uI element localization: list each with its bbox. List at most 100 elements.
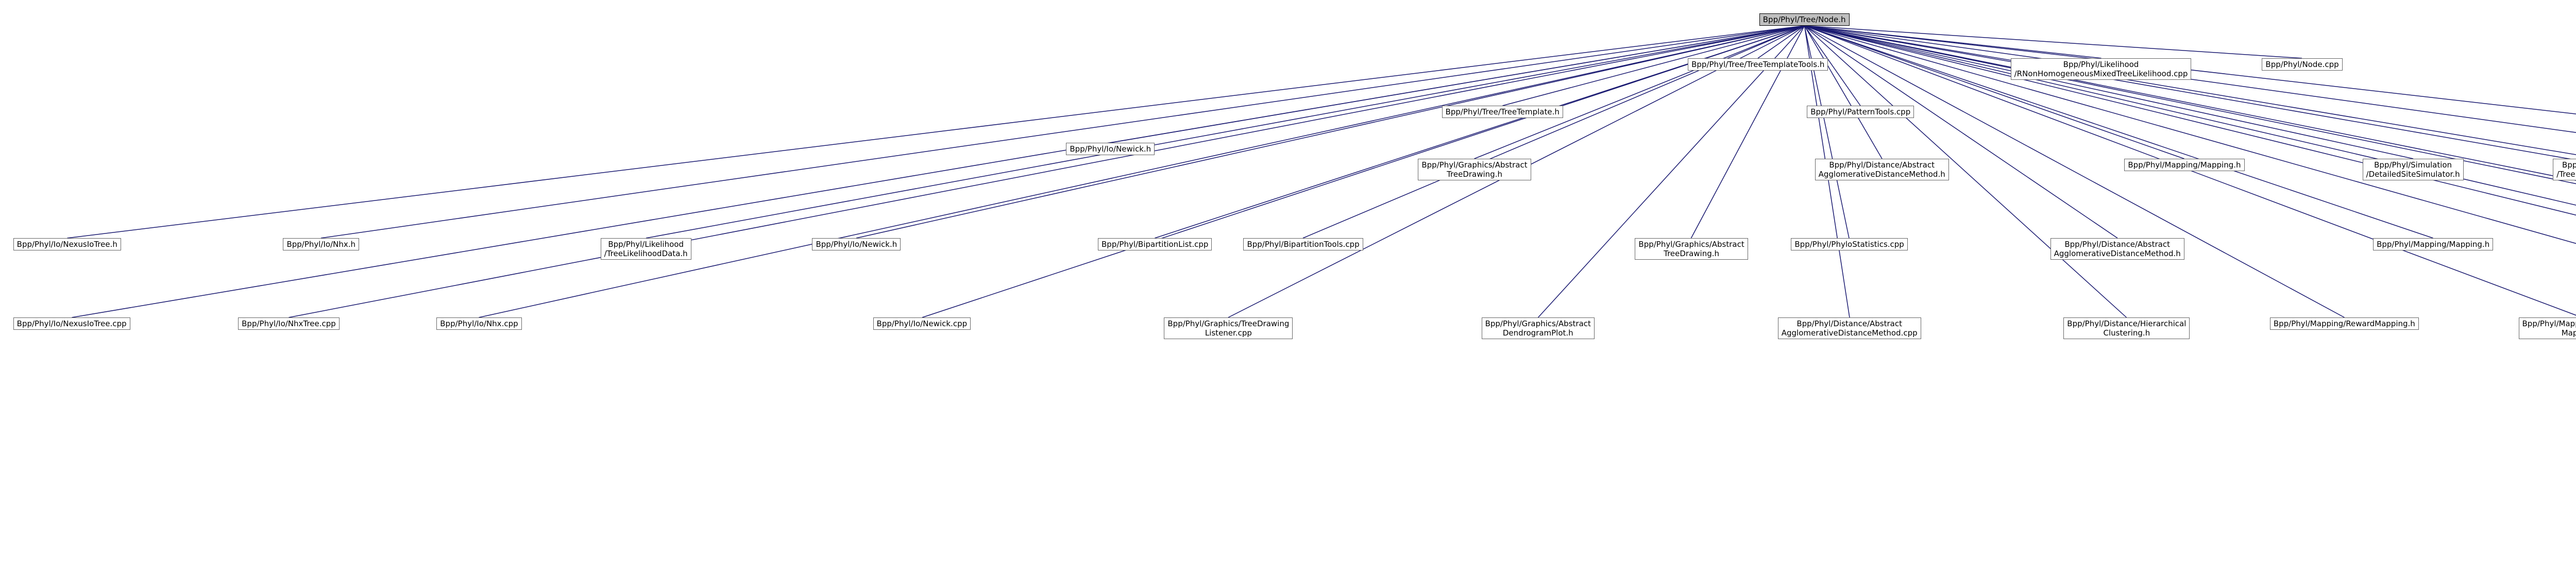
node-label: DendrogramPlot.h (1502, 328, 1573, 338)
node-label: Bpp/Phyl/Io/Newick.h (1070, 144, 1151, 154)
node-label: Bpp/Phyl/Io/Newick.h (816, 240, 897, 249)
graph-node[interactable]: Bpp/Phyl/Io/Newick.h (1066, 143, 1155, 156)
graph-node[interactable]: Bpp/Phyl/BipartitionList.cpp (1098, 238, 1212, 251)
graph-node[interactable]: Bpp/Phyl/PhyloStatistics.cpp (1791, 238, 1908, 251)
graph-node[interactable]: Bpp/Phyl/PatternTools.cpp (1807, 106, 1914, 119)
node-label: Bpp/Phyl/Graphics/TreeDrawing (1167, 319, 1290, 329)
graph-node[interactable]: Bpp/Phyl/Tree/Node.h (1759, 13, 1850, 26)
graph-node[interactable]: Bpp/Phyl/Mapping/Mapping.h (2124, 159, 2245, 172)
dependency-edge (1804, 25, 2576, 185)
graph-node[interactable]: Bpp/Phyl/Io/Nhx.cpp (436, 317, 522, 330)
graph-node[interactable]: Bpp/Phyl/Simulation/DetailedSiteSimulato… (2362, 159, 2464, 181)
node-label: /TreeLikelihoodData.h (604, 249, 688, 259)
node-label: Listener.cpp (1205, 328, 1252, 338)
dependency-edge (1804, 25, 2302, 59)
node-label: Bpp/Phyl/Distance/Abstract (2064, 240, 2171, 249)
graph-node[interactable]: Bpp/Phyl/Mapping/RewardMapping.h (2269, 317, 2419, 330)
dependency-edge (72, 25, 1805, 318)
node-label: Bpp/Phyl/Graphics/Abstract (1485, 319, 1591, 329)
graph-node[interactable]: Bpp/Phyl/BipartitionTools.cpp (1243, 238, 1363, 251)
dependency-edge (67, 25, 1805, 239)
dependency-edge (922, 25, 1805, 318)
dependency-edge (1537, 25, 1805, 318)
dependency-edge (646, 25, 1805, 239)
node-label: /RNonHomogeneousMixedTreeLikelihood.cpp (2014, 69, 2188, 78)
graph-node[interactable]: Bpp/Phyl/Likelihood/RNonHomogeneousMixed… (2010, 58, 2192, 80)
node-label: Bpp/Phyl/Simulation (2374, 160, 2452, 170)
graph-node[interactable]: Bpp/Phyl/Io/Newick.h (812, 238, 901, 251)
graph-node[interactable]: Bpp/Phyl/Likelihood/TreeLikelihoodData.h (600, 238, 691, 260)
dependency-edge (1474, 25, 1805, 159)
node-label: Bpp/Phyl/Mapping/Mapping.h (2377, 240, 2490, 249)
graph-node[interactable]: Bpp/Phyl/Node.cpp (2262, 58, 2343, 71)
dependency-edge (1804, 25, 2576, 114)
graph-node[interactable]: Bpp/Phyl/Io/NexusIoTree.cpp (13, 317, 130, 330)
node-label: Bpp/Phyl/Distance/Abstract (1797, 319, 1902, 329)
node-label: AgglomerativeDistanceMethod.h (1818, 170, 1945, 179)
dependency-edge (320, 25, 1805, 239)
dependency-edge (1804, 25, 2576, 216)
graph-node[interactable]: Bpp/Phyl/Io/Nhx.h (283, 238, 360, 251)
dependency-edge (1804, 25, 2576, 133)
graph-node[interactable]: Bpp/Phyl/Mapping/SubstitutionMapping.h (2518, 317, 2576, 340)
node-label: AgglomerativeDistanceMethod.h (2054, 249, 2181, 259)
node-label: Bpp/Phyl/Mapping/Substitution (2522, 319, 2576, 329)
graph-node[interactable]: Bpp/Phyl/Io/Newick.cpp (873, 317, 971, 330)
node-label: Bpp/Phyl/BipartitionTools.cpp (1247, 240, 1360, 249)
node-label: Bpp/Phyl/Node.cpp (2265, 59, 2339, 69)
node-label: Bpp/Phyl/Mapping/Mapping.h (2128, 160, 2241, 170)
node-label: Bpp/Phyl/PatternTools.cpp (1810, 107, 1911, 117)
node-label: Bpp/Phyl/Tree/Node.h (1762, 14, 1846, 24)
node-label: Bpp/Phyl/Graphics/Abstract (1421, 160, 1528, 170)
graph-node[interactable]: Bpp/Phyl/Io/NexusIoTree.h (13, 238, 121, 251)
node-label: Bpp/Phyl/Distance/Abstract (1829, 160, 1935, 170)
dependency-edge (1804, 25, 2118, 239)
node-label: Bpp/Phyl/Distance/Hierarchical (2067, 319, 2187, 329)
node-label: Bpp/Phyl/Graphics/Abstract (1638, 240, 1744, 249)
graph-node[interactable]: Bpp/Phyl/Parsimony/TreeParsimonyScore.h (2553, 159, 2576, 181)
node-label: Bpp/Phyl/PhyloStatistics.cpp (1794, 240, 1904, 249)
dependency-edge (1804, 25, 1861, 106)
dependency-edge (1804, 25, 2576, 244)
graph-node[interactable]: Bpp/Phyl/Mapping/Mapping.h (2373, 238, 2494, 251)
dependency-edge (1757, 25, 1805, 59)
node-label: /TreeParsimonyScore.h (2556, 170, 2576, 179)
dependency-edge (289, 25, 1805, 318)
node-label: Bpp/Phyl/Io/Newick.cpp (876, 319, 968, 329)
graph-node[interactable]: Bpp/Phyl/Io/NhxTree.cpp (238, 317, 340, 330)
node-label: TreeDrawing.h (1447, 170, 1502, 179)
node-label: Mapping.h (2561, 328, 2576, 338)
dependency-edge (1804, 25, 2576, 316)
dependency-edge (479, 25, 1805, 318)
node-label: Bpp/Phyl/Io/Nhx.h (286, 240, 356, 249)
dependency-edge (1804, 25, 2345, 318)
node-label: AgglomerativeDistanceMethod.cpp (1781, 328, 1918, 338)
dependency-edge (856, 25, 1805, 239)
graph-node[interactable]: Bpp/Phyl/Tree/TreeTemplate.h (1442, 106, 1563, 119)
node-label: TreeDrawing.h (1664, 249, 1720, 259)
graph-node[interactable]: Bpp/Phyl/Tree/TreeTemplateTools.h (1688, 58, 1828, 71)
node-label: /DetailedSiteSimulator.h (2366, 170, 2460, 179)
dependency-edge (1302, 25, 1805, 239)
dependency-edge (1804, 25, 1883, 159)
node-label: Bpp/Phyl/Io/NhxTree.cpp (242, 319, 336, 329)
node-label: Bpp/Phyl/Io/Nhx.cpp (440, 319, 518, 329)
node-label: Clustering.h (2103, 328, 2150, 338)
dependency-edge (1804, 25, 2576, 155)
node-label: Bpp/Phyl/Tree/TreeTemplate.h (1445, 107, 1560, 117)
dependency-edge (1804, 25, 2414, 159)
dependency-edge (1804, 25, 2576, 161)
node-label: Bpp/Phyl/Parsimony (2562, 160, 2576, 170)
node-label: Bpp/Phyl/Tree/TreeTemplateTools.h (1691, 59, 1825, 69)
node-label: Bpp/Phyl/Likelihood (2063, 59, 2139, 69)
dependency-edge (1804, 25, 2184, 159)
